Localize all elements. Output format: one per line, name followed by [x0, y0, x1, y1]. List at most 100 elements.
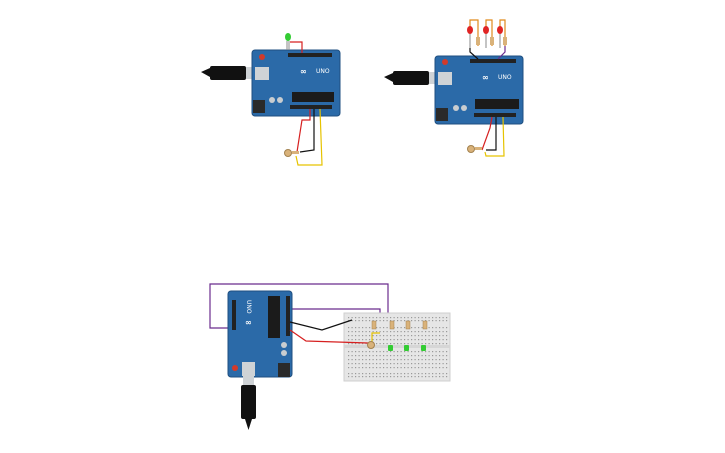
analog-header [290, 105, 332, 109]
led-green-3[interactable] [404, 345, 409, 351]
breadboard-hole [432, 376, 434, 378]
breadboard-hole [369, 363, 371, 365]
led-red-1[interactable] [467, 26, 473, 48]
breadboard-hole [390, 331, 392, 333]
led-red-2[interactable] [483, 26, 489, 48]
wire-red[interactable] [296, 109, 311, 153]
wire-orange[interactable] [469, 19, 479, 46]
arduino-uno-3[interactable]: ∞ UNO [227, 290, 293, 378]
breadboard-hole [379, 317, 381, 319]
breadboard-hole [372, 373, 374, 375]
breadboard-hole [428, 363, 430, 365]
breadboard-hole [365, 355, 367, 357]
breadboard-hole [397, 363, 399, 365]
breadboard-hole [351, 327, 353, 329]
resistor [490, 37, 494, 45]
wire-red[interactable] [290, 41, 303, 53]
breadboard-hole [362, 335, 364, 337]
power-jack [436, 108, 448, 121]
breadboard-hole [379, 339, 381, 341]
wire-red[interactable] [481, 116, 493, 151]
circuit-3[interactable]: ∞ UNO [209, 283, 451, 430]
breadboard-hole [428, 376, 430, 378]
wire-purple[interactable] [497, 46, 506, 60]
digital-header [470, 59, 516, 63]
breadboard-hole [372, 367, 374, 369]
breadboard-hole [369, 373, 371, 375]
arduino-uno-1[interactable]: ∞ UNO [251, 49, 341, 117]
capacitor [453, 105, 459, 111]
wire-yellow[interactable] [484, 116, 505, 157]
breadboard-hole [369, 320, 371, 322]
breadboard-hole [446, 343, 448, 345]
usb-plug-body [393, 71, 429, 85]
usb-cable-1[interactable] [201, 66, 256, 80]
analog-header [474, 113, 516, 117]
led-green-1[interactable] [285, 33, 291, 50]
breadboard-hole [418, 327, 420, 329]
led-red-3[interactable] [497, 26, 503, 48]
breadboard-hole [425, 376, 427, 378]
wire-orange[interactable] [485, 19, 493, 46]
breadboard-hole [372, 351, 374, 353]
breadboard-hole [386, 355, 388, 357]
wire-purple[interactable] [209, 283, 389, 340]
breadboard-hole [439, 351, 441, 353]
usb-cable-2[interactable] [384, 71, 439, 85]
breadboard-hole [414, 373, 416, 375]
breadboard-center-channel [344, 345, 450, 348]
wire-orange[interactable] [499, 19, 506, 46]
wire-black[interactable] [469, 48, 479, 60]
breadboard-hole [411, 320, 413, 322]
breadboard-hole [435, 351, 437, 353]
circuit-2[interactable]: ∞ UNO [384, 19, 524, 157]
breadboard-hole [442, 317, 444, 319]
breadboard-hole [351, 331, 353, 333]
led-green-4[interactable] [421, 345, 426, 351]
breadboard-hole [355, 335, 357, 337]
breadboard-hole [383, 355, 385, 357]
breadboard-hole [383, 376, 385, 378]
breadboard-hole [379, 351, 381, 353]
breadboard-hole [414, 327, 416, 329]
breadboard-hole [365, 339, 367, 341]
breadboard-hole [369, 335, 371, 337]
reset-button[interactable] [232, 365, 238, 371]
breadboard-hole [442, 331, 444, 333]
breadboard-hole [348, 327, 350, 329]
breadboard-hole [390, 367, 392, 369]
resistor [405, 320, 411, 330]
led-green-2[interactable] [388, 345, 393, 351]
reset-button[interactable] [442, 59, 448, 65]
breadboard-hole [421, 367, 423, 369]
breadboard-hole [362, 343, 364, 345]
breadboard-hole [397, 343, 399, 345]
breadboard-hole [407, 355, 409, 357]
wire-red[interactable] [289, 329, 369, 344]
breadboard-hole [362, 351, 364, 353]
breadboard-hole [390, 363, 392, 365]
photoresistor-2[interactable] [467, 145, 483, 153]
breadboard-hole [411, 363, 413, 365]
usb-cable-3[interactable] [241, 376, 256, 430]
wire-black[interactable] [289, 319, 353, 331]
breadboard-hole [421, 355, 423, 357]
breadboard-hole [393, 335, 395, 337]
breadboard-hole [404, 327, 406, 329]
wire-yellow[interactable] [295, 108, 323, 166]
wire-black[interactable] [486, 117, 497, 151]
arduino-uno-2[interactable]: ∞ UNO [434, 55, 524, 125]
reset-button[interactable] [259, 54, 265, 60]
wire-yellow[interactable] [371, 332, 380, 343]
breadboard-hole [404, 317, 406, 319]
breadboard-hole [418, 373, 420, 375]
photoresistor-1[interactable] [284, 149, 300, 157]
breadboard-hole [446, 363, 448, 365]
photoresistor-3[interactable] [367, 341, 375, 349]
breadboard-1[interactable] [343, 312, 451, 382]
wire-black[interactable] [299, 109, 315, 153]
breadboard-hole [365, 359, 367, 361]
circuit-1[interactable]: ∞ UNO [201, 33, 341, 166]
breadboard-hole [369, 331, 371, 333]
